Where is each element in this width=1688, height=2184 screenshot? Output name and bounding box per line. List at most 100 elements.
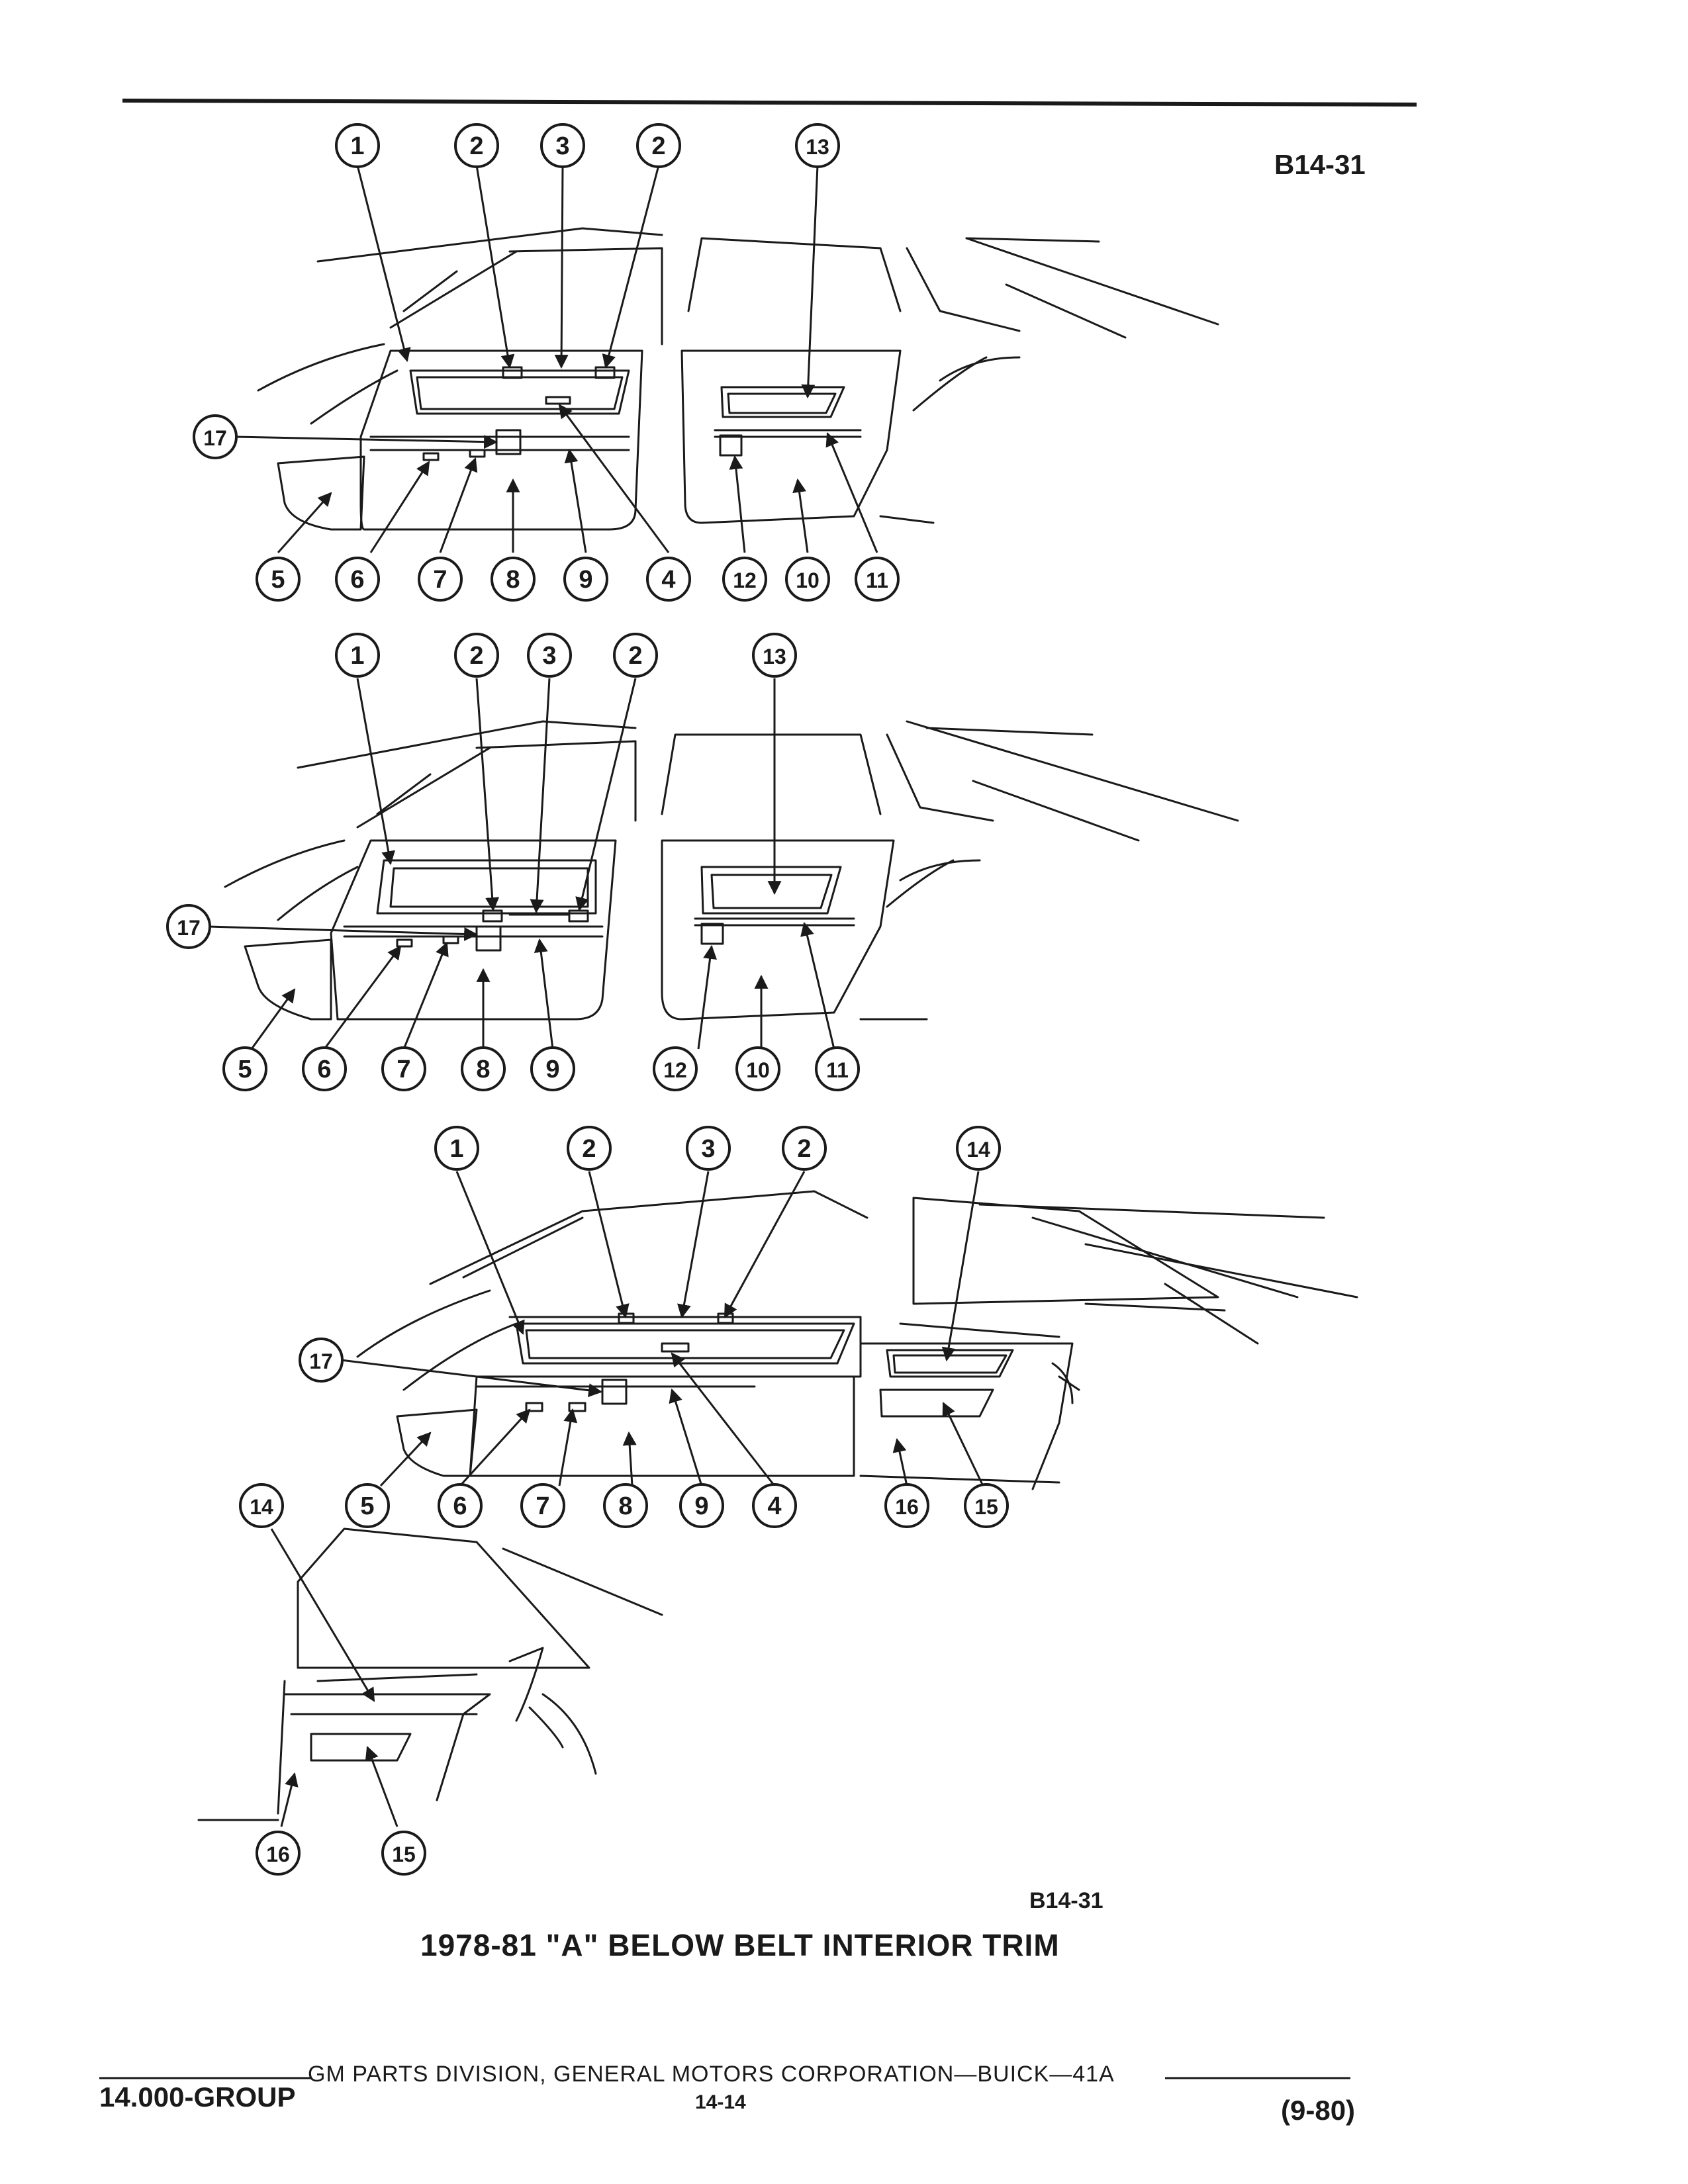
callout-circle: [636, 123, 681, 168]
callout-circle: [964, 1483, 1009, 1528]
callout-11: 11: [855, 557, 900, 602]
callout-number: 5: [360, 1492, 374, 1520]
callout-number: 17: [309, 1349, 333, 1373]
callout-14: 14: [956, 1126, 1001, 1171]
callout-number: 13: [763, 645, 786, 668]
callout-2: 2: [454, 633, 499, 678]
callout-number: 1: [350, 642, 364, 670]
figure-code-bottom: B14-31: [1029, 1888, 1103, 1913]
footer-group: 14.000-GROUP: [99, 2081, 296, 2113]
callout-circle: [381, 1831, 426, 1876]
callout-circle: [222, 1046, 267, 1091]
figure-caption: 1978-81 "A" BELOW BELT INTERIOR TRIM: [420, 1928, 1060, 1962]
callout-number: 2: [582, 1135, 596, 1163]
callout-circle: [722, 557, 767, 602]
callout-circle: [239, 1483, 284, 1528]
callout-number: 15: [974, 1495, 998, 1519]
callout-number: 16: [895, 1495, 919, 1519]
callout-circle: [540, 123, 585, 168]
callout-circle: [752, 1483, 797, 1528]
callout-circle: [461, 1046, 506, 1091]
callout-number: 17: [177, 916, 201, 940]
callout-number: 5: [238, 1056, 252, 1083]
callout-circle: [679, 1483, 724, 1528]
callout-circle: [345, 1483, 390, 1528]
callout-circle: [782, 1126, 827, 1171]
callout-11: 11: [815, 1046, 860, 1091]
figure-code-top: B14-31: [1274, 149, 1366, 180]
callout-12: 12: [653, 1046, 698, 1091]
callout-number: 6: [317, 1056, 331, 1083]
callout-number: 1: [449, 1135, 463, 1163]
callout-2: 2: [782, 1126, 827, 1171]
callout-number: 12: [733, 569, 757, 592]
callout-number: 11: [826, 1058, 849, 1082]
callout-5: 5: [222, 1046, 267, 1091]
callout-circle: [256, 1831, 301, 1876]
callout-number: 3: [555, 132, 569, 160]
callout-circle: [686, 1126, 731, 1171]
callout-8: 8: [491, 557, 536, 602]
top-view-sketch: [257, 227, 1219, 531]
callout-number: 9: [579, 566, 592, 594]
callout-circle: [335, 633, 380, 678]
callout-number: 11: [866, 569, 888, 592]
callout-number: 15: [392, 1843, 416, 1866]
callout-1: 1: [335, 123, 380, 168]
callout-5: 5: [256, 557, 301, 602]
callout-14: 14: [239, 1483, 284, 1528]
callout-4: 4: [646, 557, 691, 602]
callout-17: 17: [166, 904, 211, 949]
callout-number: 1: [350, 132, 364, 160]
callout-1: 1: [335, 633, 380, 678]
callout-circle: [815, 1046, 860, 1091]
callout-9: 9: [679, 1483, 724, 1528]
callout-circle: [520, 1483, 565, 1528]
callout-16: 16: [256, 1831, 301, 1876]
callout-number: 2: [797, 1135, 811, 1163]
callout-number: 2: [628, 642, 642, 670]
callout-10: 10: [785, 557, 830, 602]
callout-number: 6: [350, 566, 364, 594]
footer-revision: (9-80): [1281, 2095, 1356, 2126]
callout-12: 12: [722, 557, 767, 602]
footer-page-number: 14-14: [695, 2091, 746, 2113]
callout-circle: [454, 123, 499, 168]
callout-number: 17: [203, 426, 227, 450]
callout-number: 6: [453, 1492, 467, 1520]
callout-number: 10: [796, 569, 820, 592]
callout-number: 12: [663, 1058, 687, 1082]
callout-9: 9: [563, 557, 608, 602]
callout-circle: [855, 557, 900, 602]
callout-number: 9: [694, 1492, 708, 1520]
callout-number: 8: [618, 1492, 632, 1520]
callout-circle: [530, 1046, 575, 1091]
callout-3: 3: [527, 633, 572, 678]
callout-number: 2: [651, 132, 665, 160]
callout-7: 7: [381, 1046, 426, 1091]
callout-13: 13: [795, 123, 840, 168]
callout-9: 9: [530, 1046, 575, 1091]
callout-number: 4: [661, 566, 675, 594]
callout-circle: [491, 557, 536, 602]
callout-17: 17: [193, 414, 238, 459]
callout-circle: [418, 557, 463, 602]
callout-circle: [434, 1126, 479, 1171]
callout-2: 2: [636, 123, 681, 168]
callout-3: 3: [686, 1126, 731, 1171]
callout-number: 10: [746, 1058, 770, 1082]
callout-number: 2: [469, 132, 483, 160]
callout-8: 8: [603, 1483, 648, 1528]
callout-circle: [603, 1483, 648, 1528]
rear-detail-sketch: [197, 1527, 663, 1821]
callout-circle: [166, 904, 211, 949]
callout-7: 7: [418, 557, 463, 602]
callout-1: 1: [434, 1126, 479, 1171]
callout-7: 7: [520, 1483, 565, 1528]
callout-circle: [193, 414, 238, 459]
callout-circle: [335, 557, 380, 602]
callout-circle: [653, 1046, 698, 1091]
callout-3: 3: [540, 123, 585, 168]
